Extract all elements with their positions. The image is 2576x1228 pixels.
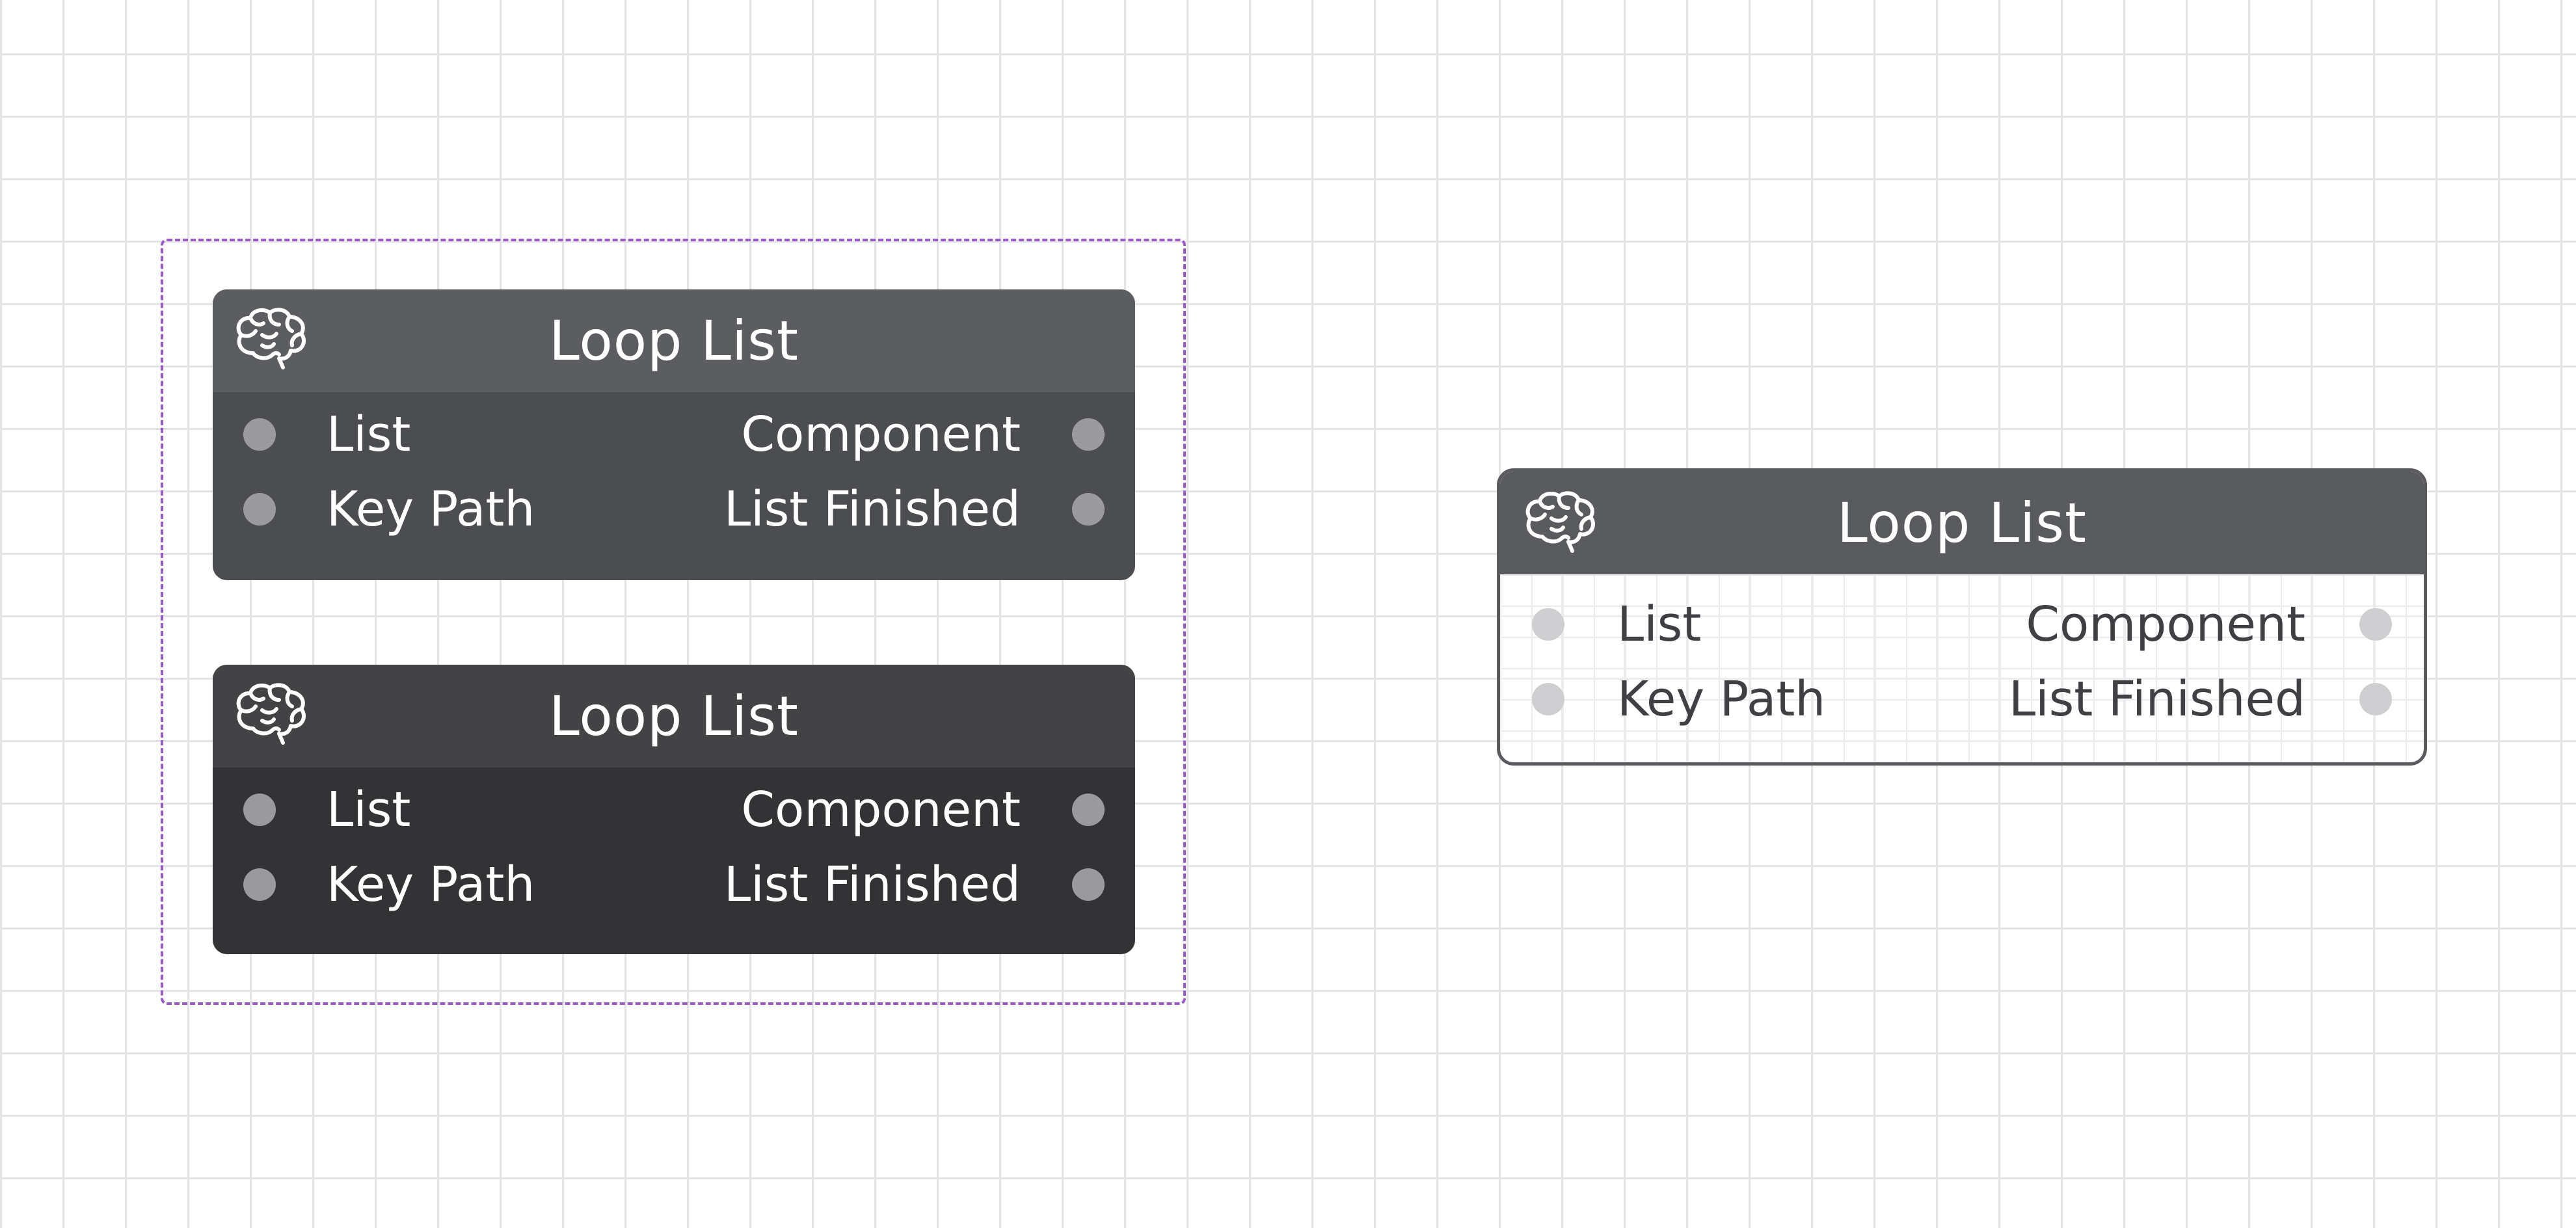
- output-port-component[interactable]: [2359, 608, 2392, 641]
- output-port-list-finished[interactable]: [1072, 493, 1105, 526]
- output-label-list-finished: List Finished: [2008, 671, 2305, 727]
- selection-frame[interactable]: [161, 239, 1186, 1005]
- loop-list-node[interactable]: Loop List List Component Key Path List F…: [1497, 468, 2427, 766]
- input-port-key-path[interactable]: [1532, 683, 1564, 715]
- brain-icon: [234, 680, 312, 745]
- node-title: Loop List: [549, 684, 799, 748]
- output-port-list-finished[interactable]: [2359, 683, 2392, 715]
- port-row: Key Path List Finished: [213, 483, 1135, 535]
- port-row: List Component: [1500, 598, 2424, 650]
- input-port-list[interactable]: [243, 418, 276, 451]
- output-port-list-finished[interactable]: [1072, 868, 1105, 901]
- input-label-list: List: [327, 407, 411, 462]
- brain-icon: [1523, 488, 1601, 554]
- input-label-key-path: Key Path: [327, 857, 535, 913]
- input-port-key-path[interactable]: [243, 868, 276, 901]
- input-label-list: List: [327, 782, 411, 838]
- node-title: Loop List: [549, 309, 799, 373]
- node-body: List Component Key Path List Finished: [1500, 574, 2424, 762]
- input-label-key-path: Key Path: [327, 481, 535, 537]
- output-port-component[interactable]: [1072, 418, 1105, 451]
- node-header[interactable]: Loop List: [213, 289, 1135, 392]
- loop-list-node[interactable]: Loop List List Component Key Path List F…: [213, 665, 1135, 954]
- port-row: List Component: [213, 784, 1135, 836]
- input-label-list: List: [1617, 596, 1702, 652]
- output-label-list-finished: List Finished: [723, 857, 1021, 913]
- input-port-key-path[interactable]: [243, 493, 276, 526]
- node-body: List Component Key Path List Finished: [213, 768, 1135, 954]
- port-row: Key Path List Finished: [213, 859, 1135, 911]
- output-port-component[interactable]: [1072, 794, 1105, 826]
- port-row: List Component: [213, 408, 1135, 461]
- input-label-key-path: Key Path: [1617, 671, 1826, 727]
- brain-icon: [234, 305, 312, 370]
- output-label-component: Component: [2026, 596, 2305, 652]
- output-label-component: Component: [741, 407, 1021, 462]
- node-body: List Component Key Path List Finished: [213, 392, 1135, 580]
- loop-list-node[interactable]: Loop List List Component Key Path List F…: [213, 289, 1135, 580]
- input-port-list[interactable]: [1532, 608, 1564, 641]
- output-label-list-finished: List Finished: [723, 481, 1021, 537]
- output-label-component: Component: [741, 782, 1021, 838]
- port-row: Key Path List Finished: [1500, 673, 2424, 725]
- node-title: Loop List: [1837, 491, 2087, 555]
- node-header[interactable]: Loop List: [1500, 472, 2424, 574]
- node-header[interactable]: Loop List: [213, 665, 1135, 768]
- input-port-list[interactable]: [243, 794, 276, 826]
